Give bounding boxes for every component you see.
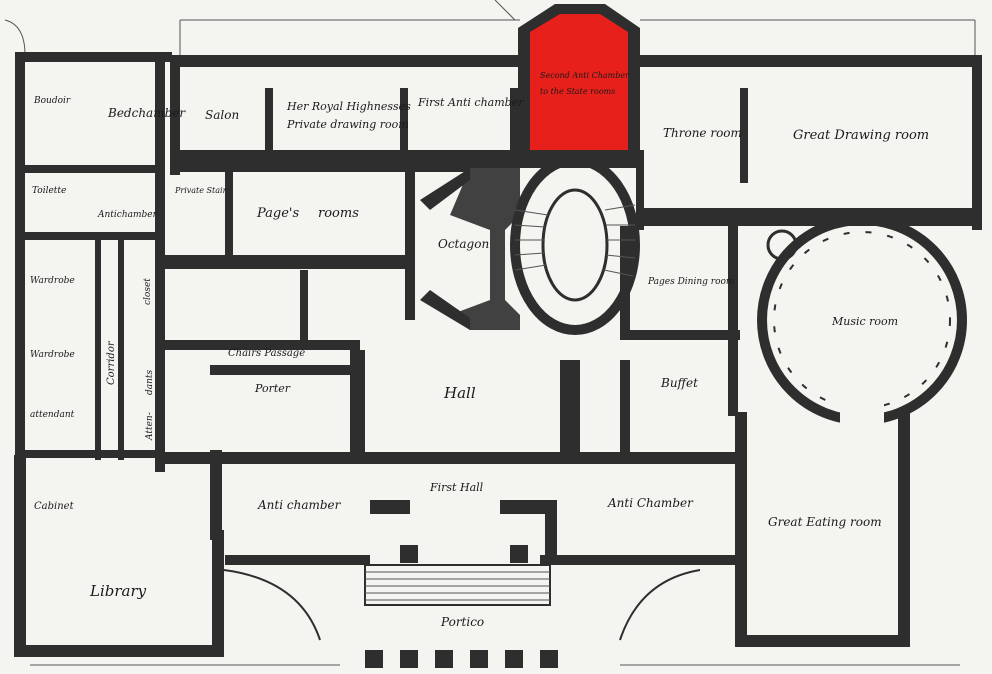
antichamber-label: Antichamber bbox=[97, 210, 158, 220]
second-anti-chamber-label: Second Anti Chamber bbox=[540, 71, 630, 80]
music-room-shape bbox=[757, 215, 967, 425]
room-labels: Boudoir Bedchamber Salon Her Royal Highn… bbox=[30, 71, 929, 629]
anti-chamber-right-label: Anti Chamber bbox=[607, 496, 694, 510]
second-anti-chamber-highlight bbox=[528, 10, 628, 150]
rooms-label: rooms bbox=[318, 206, 359, 221]
portico-label: Portico bbox=[440, 615, 484, 629]
pages-label: Page's bbox=[256, 206, 300, 221]
internal-walls bbox=[22, 52, 976, 565]
attendants-2-label: dants bbox=[145, 369, 155, 395]
chairs-passage-label: Chairs Passage bbox=[228, 348, 305, 359]
buffet-label: Buffet bbox=[660, 376, 698, 390]
portico-steps bbox=[30, 545, 960, 668]
octagon-label: Octagon bbox=[438, 237, 489, 251]
first-anti-chamber-label: First Anti chamber bbox=[417, 96, 524, 109]
bedchamber-label: Bedchamber bbox=[107, 106, 186, 120]
corridor-label: Corridor bbox=[106, 340, 117, 385]
courtyard-line bbox=[179, 19, 976, 56]
closet-label: closet bbox=[143, 278, 153, 305]
great-drawing-room-label: Great Drawing room bbox=[793, 128, 929, 143]
outer-walls bbox=[14, 52, 982, 657]
anti-chamber-left-label: Anti chamber bbox=[257, 498, 342, 512]
music-room-label: Music room bbox=[831, 315, 898, 328]
pages-dining-room-label: Pages Dining room bbox=[647, 277, 734, 287]
salon-label: Salon bbox=[205, 108, 239, 122]
hall-label: Hall bbox=[443, 384, 476, 402]
to-the-state-rooms-label: to the State rooms bbox=[540, 87, 615, 96]
cabinet-label: Cabinet bbox=[34, 501, 75, 512]
throne-room-label: Throne room bbox=[663, 126, 742, 140]
attendants-1-label: Atten- bbox=[145, 412, 155, 441]
private-stair-label: Private Stair bbox=[174, 186, 228, 195]
left-curve-line bbox=[4, 19, 26, 56]
attendant-label: attendant bbox=[30, 410, 75, 420]
boudoir-label: Boudoir bbox=[33, 96, 71, 106]
toilette-label: Toilette bbox=[32, 186, 66, 196]
great-eating-room-label: Great Eating room bbox=[768, 515, 882, 529]
porter-label: Porter bbox=[254, 382, 291, 395]
first-hall-label: First Hall bbox=[429, 481, 484, 494]
wardrobe-1-label: Wardrobe bbox=[30, 276, 75, 286]
library-label: Library bbox=[89, 582, 147, 600]
private-drawing-room-label: Private drawing room bbox=[286, 118, 409, 131]
octagon-stair bbox=[420, 155, 640, 335]
wardrobe-2-label: Wardrobe bbox=[30, 350, 75, 360]
her-royal-highnesses-label: Her Royal Highnesses bbox=[286, 100, 411, 113]
